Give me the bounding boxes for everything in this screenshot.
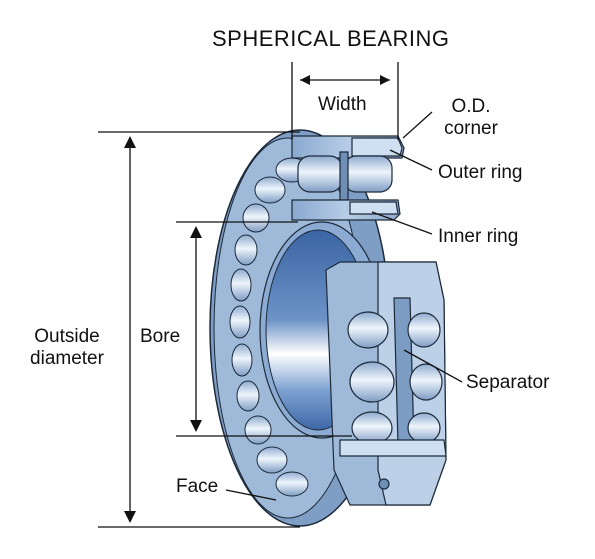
label-bore: Bore <box>140 326 181 347</box>
label-outside-diameter-line2: diameter <box>30 348 104 369</box>
diagram-title: SPHERICAL BEARING <box>212 26 450 51</box>
dimension-lines <box>98 62 463 528</box>
top-section <box>291 135 405 221</box>
arrowheads <box>124 75 390 523</box>
label-inner-ring: Inner ring <box>438 226 519 247</box>
label-face: Face <box>176 476 219 497</box>
label-od-corner-line2: corner <box>444 118 498 139</box>
label-separator: Separator <box>466 372 550 393</box>
roller-set <box>229 157 309 497</box>
label-outside-diameter: Outside diameter <box>22 326 112 370</box>
label-outside-diameter-line1: Outside <box>34 326 100 347</box>
label-od-corner: O.D. corner <box>436 96 506 140</box>
label-width: Width <box>318 94 367 115</box>
label-outer-ring: Outer ring <box>438 162 523 183</box>
label-od-corner-line1: O.D. <box>451 96 491 117</box>
cross-section-block <box>325 261 447 506</box>
